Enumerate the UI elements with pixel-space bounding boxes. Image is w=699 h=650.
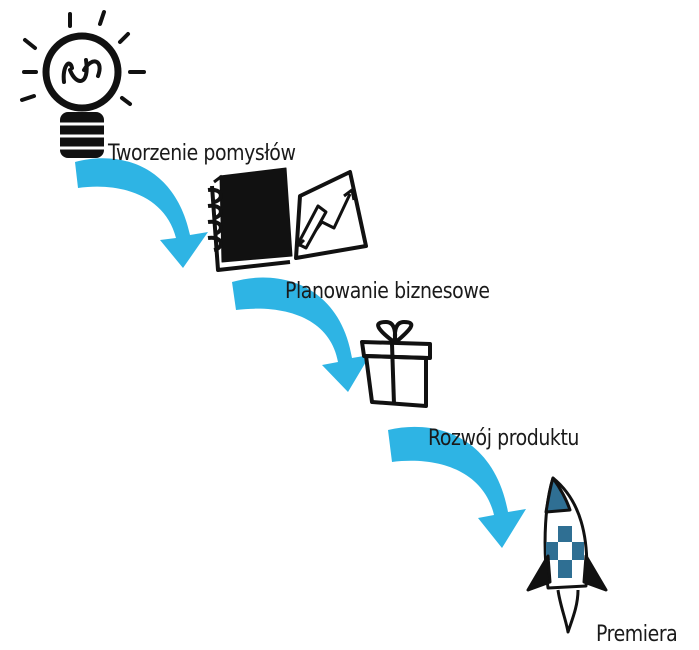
rocket-icon: [526, 476, 608, 634]
gift-box-icon: [360, 320, 432, 408]
flow-arrow-3: [388, 426, 526, 548]
step-label-product-development: Rozwój produktu: [428, 426, 579, 451]
flow-arrow-1: [75, 158, 208, 268]
step-label-business-planning: Planowanie biznesowe: [285, 279, 490, 304]
flow-arrow-2: [232, 277, 370, 392]
flow-arrows: [75, 158, 526, 548]
notebook-and-chart-icon: [207, 167, 368, 272]
lightbulb-icon: [20, 10, 146, 158]
step-label-idea-creation: Tworzenie pomysłów: [108, 141, 296, 166]
step-label-launch: Premiera: [596, 622, 678, 647]
